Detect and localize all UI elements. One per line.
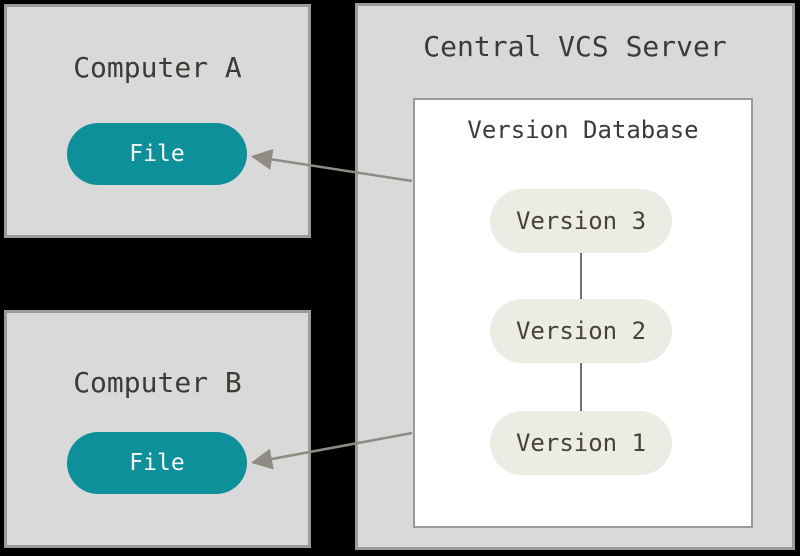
computer-a-title: Computer A [73,51,242,84]
computer-b-file-pill: File [67,432,247,494]
version-database-box: Version Database Version 3 Version 2 Ver… [413,98,753,528]
central-vcs-server-title: Central VCS Server [423,30,727,63]
version-1-label: Version 1 [515,429,647,457]
version-3-label: Version 3 [515,207,647,235]
computer-b-title: Computer B [73,366,242,399]
computer-a-file-label: File [129,141,185,167]
computer-b-file-label: File [129,450,185,476]
version-3-pill: Version 3 [490,189,672,253]
computer-b-box: Computer B File [4,310,311,548]
computer-a-box: Computer A File [4,4,311,238]
version-2-pill: Version 2 [490,299,672,363]
version-1-pill: Version 1 [490,411,672,475]
computer-a-file-pill: File [67,123,247,185]
version-database-title: Version Database [467,116,699,144]
central-vcs-server-box: Central VCS Server Version Database Vers… [355,3,795,550]
version-2-label: Version 2 [515,317,647,345]
